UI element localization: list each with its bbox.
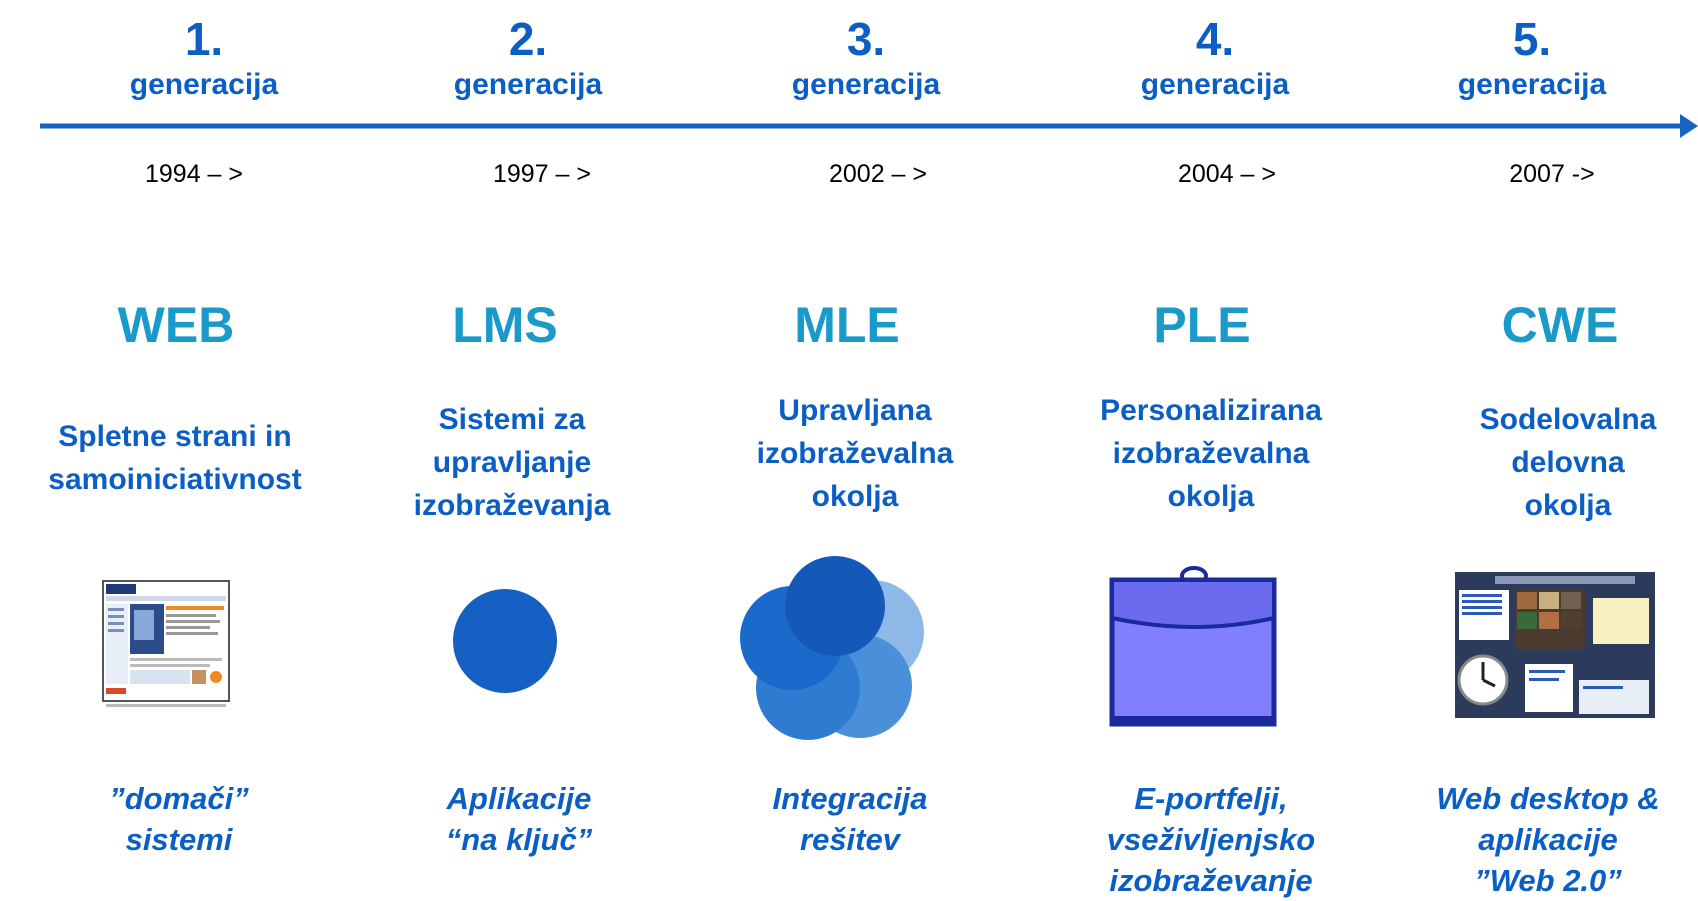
generation-4-number: 4. xyxy=(1195,13,1235,65)
generation-5-label: generacija xyxy=(1457,68,1607,101)
lms-circle-icon xyxy=(453,589,557,693)
generation-4-acronym: PLE xyxy=(1153,297,1251,353)
generation-1-years: 1994 – > xyxy=(144,160,243,188)
generation-5-years: 2007 -> xyxy=(1509,160,1595,188)
generation-5-note: Web desktop & aplikacije ”Web 2.0” xyxy=(1436,781,1660,898)
generation-3-note: Integracija rešitev xyxy=(772,781,928,857)
generation-5-acronym: CWE xyxy=(1501,297,1619,353)
generation-2-years: 1997 – > xyxy=(492,160,591,188)
generation-4-description: Personalizirana izobraževalna okolja xyxy=(1100,394,1322,513)
generation-2-description: Sistemi za upravljanje izobraževanja xyxy=(413,403,611,522)
timeline-arrowhead-icon xyxy=(1680,114,1698,138)
generation-4-note: E-portfelji, vseživljenjsko izobraževanj… xyxy=(1106,781,1316,898)
generation-2-label: generacija xyxy=(453,68,603,101)
generation-4-years: 2004 – > xyxy=(1177,160,1276,188)
generation-3-acronym: MLE xyxy=(794,297,900,353)
mle-overlapping-circles-icon xyxy=(740,556,924,740)
generation-2-acronym: LMS xyxy=(452,297,558,353)
web-desktop-screenshot-thumbnail-icon xyxy=(1455,572,1655,718)
ple-portfolio-folder-icon xyxy=(1109,566,1277,727)
generation-3-description: Upravljana izobraževalna okolja xyxy=(756,394,954,513)
generation-1-number: 1. xyxy=(184,13,224,65)
generation-4-label: generacija xyxy=(1140,68,1290,101)
website-screenshot-thumbnail-icon xyxy=(102,580,230,707)
generation-1-note: ”domači” sistemi xyxy=(109,781,249,857)
generation-5-description: Sodelovalna delovna okolja xyxy=(1479,403,1657,522)
generation-5-number: 5. xyxy=(1512,13,1552,65)
generation-3-number: 3. xyxy=(846,13,886,65)
generation-1-description: Spletne strani in samoiniciativnost xyxy=(48,420,302,496)
generation-1-acronym: WEB xyxy=(117,297,235,353)
generation-3-years: 2002 – > xyxy=(828,160,927,188)
generation-1-label: generacija xyxy=(129,68,279,101)
generation-2-note: Aplikacije “na ključ” xyxy=(445,781,593,857)
generation-2-number: 2. xyxy=(508,13,548,65)
generation-3-label: generacija xyxy=(791,68,941,101)
